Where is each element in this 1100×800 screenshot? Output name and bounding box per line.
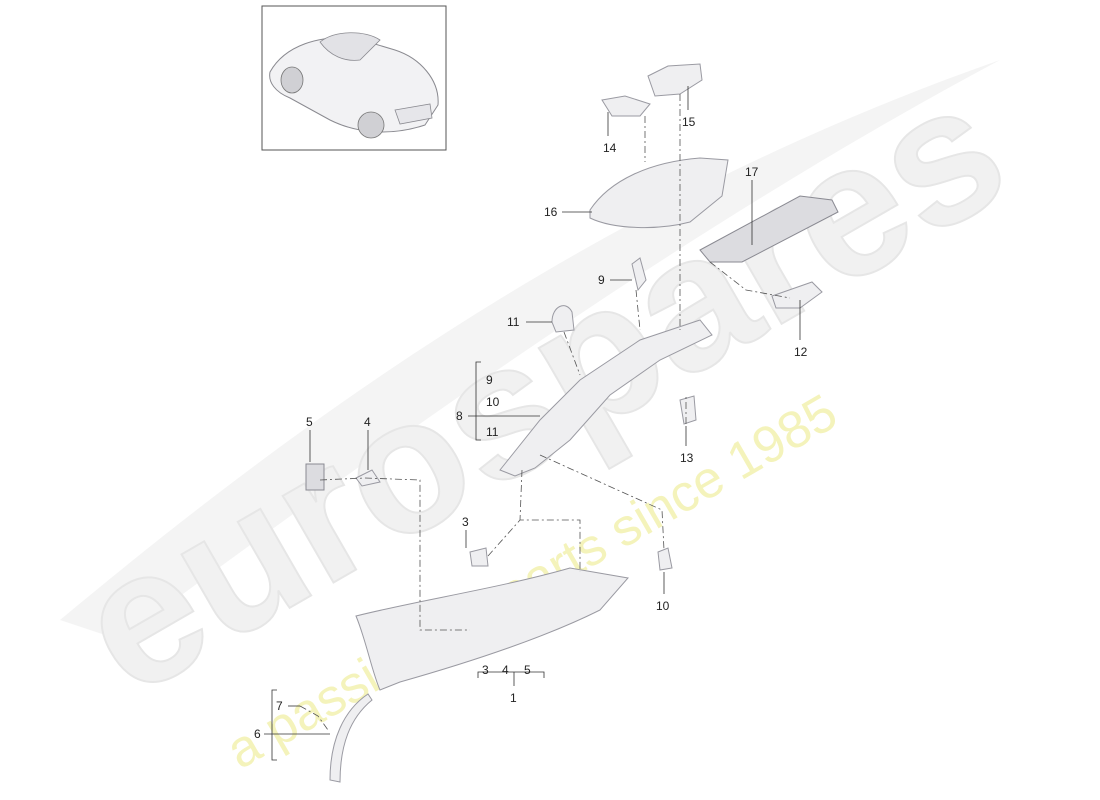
callout-12: 12 <box>794 345 808 359</box>
part-9-clip <box>631 257 647 292</box>
part-1-lower-panel <box>355 567 629 691</box>
watermark: eurospares a passion for parts since 198… <box>44 39 1039 781</box>
callout-5-part: 5 <box>306 415 313 429</box>
part-15-cover <box>647 63 703 97</box>
callout-3-group: 3 <box>482 663 489 677</box>
part-3-clip <box>469 547 489 567</box>
callout-9-group: 9 <box>486 373 493 387</box>
callout-9-part: 9 <box>598 273 605 287</box>
parts <box>305 63 839 783</box>
part-10-clip <box>657 547 673 571</box>
callout-6: 6 <box>254 727 261 741</box>
callout-13: 13 <box>680 451 694 465</box>
callout-10-group: 10 <box>486 395 500 409</box>
leader-lines <box>264 86 801 761</box>
installation-lines <box>299 94 791 731</box>
callout-14: 14 <box>603 141 617 155</box>
callout-3-part: 3 <box>462 515 469 529</box>
callout-11-group: 11 <box>486 425 499 439</box>
callout-16: 16 <box>544 205 558 219</box>
callout-4-part: 4 <box>364 415 371 429</box>
part-13-fastener <box>679 395 697 425</box>
callout-10-part: 10 <box>656 599 670 613</box>
callout-11-part: 11 <box>507 315 520 329</box>
car-thumbnail-icon <box>261 5 447 151</box>
part-12-bracket <box>771 281 823 309</box>
watermark-swoosh <box>60 60 1000 640</box>
callout-15: 15 <box>682 115 696 129</box>
part-5-pad <box>305 463 325 491</box>
part-11-clip <box>551 305 575 333</box>
part-14-clip <box>601 95 651 117</box>
callout-7: 7 <box>276 699 283 713</box>
callout-8: 8 <box>456 409 463 423</box>
callout-1: 1 <box>510 691 517 705</box>
part-8-pillar-trim <box>499 319 713 477</box>
part-6-strip <box>329 693 373 783</box>
callout-5-group: 5 <box>524 663 531 677</box>
part-16-trim <box>589 157 729 229</box>
callouts: 14 15 16 17 9 11 12 9 10 8 11 13 5 4 3 1… <box>254 115 808 741</box>
callout-17: 17 <box>745 165 759 179</box>
callout-4-group: 4 <box>502 663 509 677</box>
